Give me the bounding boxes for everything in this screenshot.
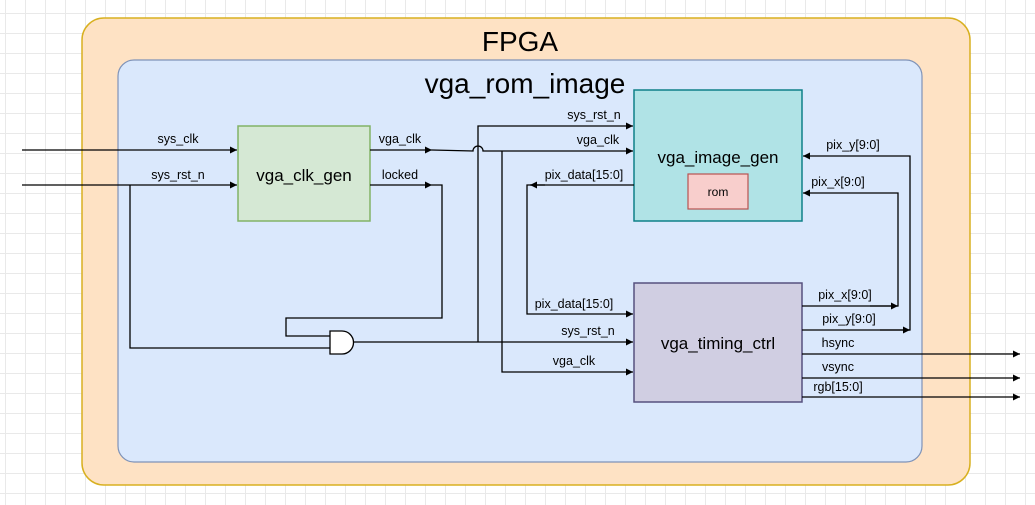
- wire-pix-y: [802, 152, 911, 331]
- label-rgb: rgb[15:0]: [813, 380, 862, 394]
- label-sys-clk-in: sys_clk: [158, 132, 200, 146]
- vga-image-gen-block[interactable]: vga_image_gen rom: [633, 89, 803, 222]
- wire-locked-to-and: [285, 184, 443, 337]
- label-img-vga-clk: vga_clk: [577, 133, 620, 147]
- label-tim-sys-rst-n: sys_rst_n: [561, 324, 615, 338]
- label-tim-pix-data: pix_data[15:0]: [535, 297, 614, 311]
- label-img-pix-x: pix_x[9:0]: [811, 175, 865, 189]
- label-clkgen-vga-clk: vga_clk: [379, 132, 422, 146]
- vga-timing-ctrl-block[interactable]: vga_timing_ctrl: [633, 282, 803, 403]
- wire-vga-clk-to-image-gen: [431, 145, 633, 155]
- vga-clk-gen-label: vga_clk_gen: [256, 166, 351, 185]
- wire-pix-x: [802, 189, 899, 307]
- and-gate: [329, 330, 355, 355]
- label-img-sys-rst-n: sys_rst_n: [567, 108, 621, 122]
- label-vsync: vsync: [822, 360, 854, 374]
- label-tim-pix-y: pix_y[9:0]: [822, 312, 876, 326]
- vga-timing-ctrl-label: vga_timing_ctrl: [661, 334, 775, 353]
- wire-rst-to-image-gen: [477, 122, 633, 342]
- fpga-title: FPGA: [482, 26, 559, 57]
- label-clkgen-locked: locked: [382, 168, 418, 182]
- rom-block[interactable]: [687, 173, 749, 210]
- wire-pix-data-loop: [526, 184, 634, 318]
- vga-image-gen-label: vga_image_gen: [658, 148, 779, 167]
- vga-clk-gen-block[interactable]: vga_clk_gen: [237, 125, 371, 222]
- wire-rst-to-and: [129, 185, 330, 349]
- wire-vga-clk-to-timing: [501, 151, 633, 376]
- module-title: vga_rom_image: [425, 68, 626, 99]
- label-tim-pix-x: pix_x[9:0]: [818, 288, 872, 302]
- label-sys-rst-n-in: sys_rst_n: [151, 168, 205, 182]
- label-img-pix-data: pix_data[15:0]: [545, 168, 624, 182]
- label-hsync: hsync: [822, 336, 855, 350]
- label-tim-vga-clk: vga_clk: [553, 354, 596, 368]
- label-img-pix-y: pix_y[9:0]: [826, 138, 880, 152]
- rom-label: rom: [708, 185, 729, 199]
